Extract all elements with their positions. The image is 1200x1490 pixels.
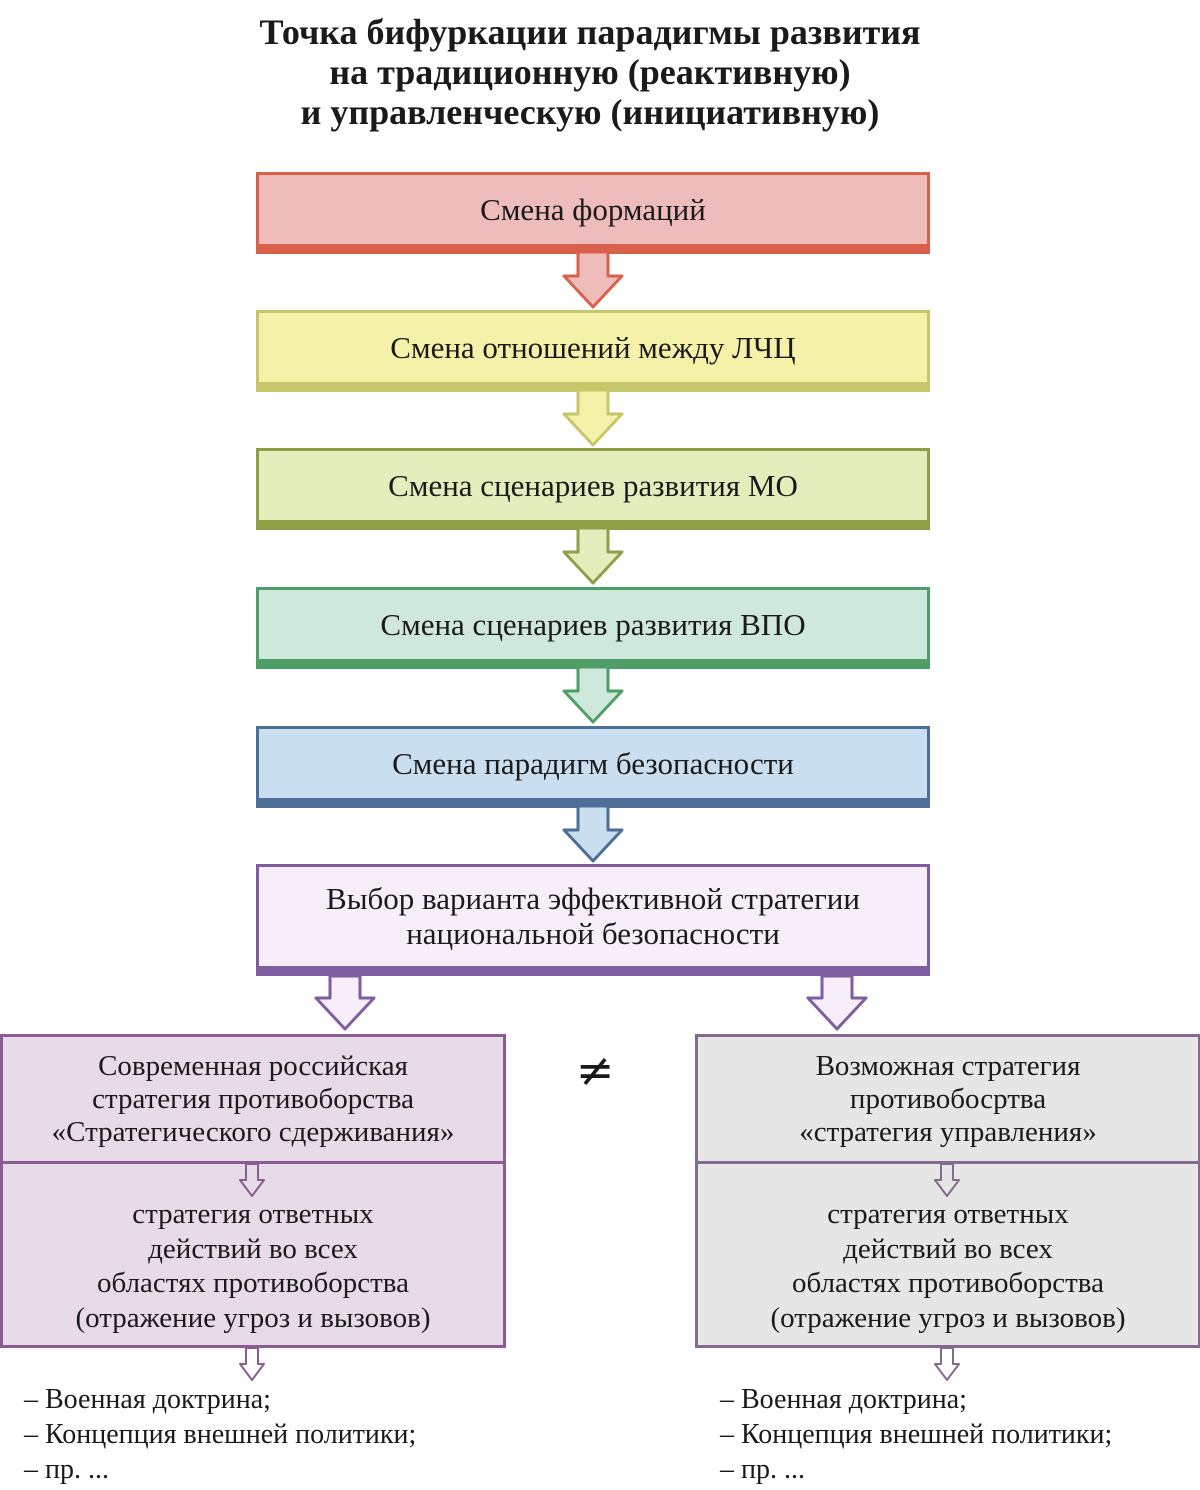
step-formations: Смена формаций bbox=[256, 172, 930, 254]
left-documents-list: – Военная доктрина; – Концепция внешней … bbox=[24, 1382, 416, 1487]
arrow-down-icon bbox=[562, 665, 624, 724]
step-vpo-scenarios: Смена сценариев развития ВПО bbox=[256, 587, 930, 669]
step-strategy-choice: Выбор варианта эффективной стратегии нац… bbox=[256, 864, 930, 976]
right-documents-list: – Военная доктрина; – Концепция внешней … bbox=[720, 1382, 1112, 1487]
arrow-down-icon bbox=[562, 250, 624, 309]
body-line: действий во всех bbox=[148, 1232, 358, 1265]
list-item: – Концепция внешней политики; bbox=[720, 1419, 1113, 1450]
arrow-down-icon bbox=[806, 974, 868, 1031]
list-item: – Военная доктрина; bbox=[720, 1384, 967, 1415]
arrow-down-icon bbox=[562, 388, 624, 447]
step-civilizations: Смена отношений между ЛЧЦ bbox=[256, 310, 930, 392]
arrow-down-icon bbox=[562, 804, 624, 863]
arrow-down-icon bbox=[562, 526, 624, 585]
left-strategy-body: стратегия ответных действий во всех обла… bbox=[3, 1197, 503, 1335]
title-line: и управленческую (инициативную) bbox=[300, 92, 880, 132]
choice-line: национальной безопасности bbox=[406, 916, 780, 951]
right-strategy-box: Возможная стратегия противобосртва «стра… bbox=[695, 1034, 1200, 1348]
list-item: – Концепция внешней политики; bbox=[24, 1419, 417, 1450]
body-line: областях противоборства bbox=[97, 1267, 409, 1299]
list-item: – Военная доктрина; bbox=[24, 1384, 271, 1415]
left-strategy-box: Современная российская стратегия противо… bbox=[0, 1034, 506, 1348]
body-line: действий во всех bbox=[843, 1232, 1053, 1265]
title-line: Точка бифуркации парадигмы развития bbox=[259, 12, 921, 52]
body-line: стратегия ответных bbox=[827, 1198, 1069, 1230]
step-label: Смена отношений между ЛЧЦ bbox=[390, 329, 796, 365]
title-line: на традиционную (реактивную) bbox=[329, 52, 851, 92]
diagram-title: Точка бифуркации парадигмы развития на т… bbox=[0, 12, 1180, 132]
step-label: Смена формаций bbox=[480, 191, 706, 227]
small-arrow-down-icon bbox=[239, 1347, 265, 1381]
header-line: «Стратегического сдерживания» bbox=[51, 1115, 455, 1148]
right-strategy-header: Возможная стратегия противобосртва «стра… bbox=[698, 1037, 1198, 1164]
body-line: областях противоборства bbox=[792, 1267, 1104, 1299]
small-arrow-down-icon bbox=[934, 1347, 960, 1381]
header-line: Современная российская bbox=[98, 1049, 408, 1082]
right-strategy-body: стратегия ответных действий во всех обла… bbox=[698, 1197, 1198, 1335]
step-security-paradigms: Смена парадигм безопасности bbox=[256, 726, 930, 808]
header-line: «стратегия управления» bbox=[799, 1115, 1097, 1148]
header-line: стратегия противоборства bbox=[92, 1082, 414, 1115]
choice-line: Выбор варианта эффективной стратегии bbox=[326, 881, 860, 916]
header-line: Возможная стратегия bbox=[815, 1049, 1081, 1082]
not-equal-sign: ≠ bbox=[575, 1043, 615, 1097]
list-item: – пр. ... bbox=[720, 1454, 805, 1485]
header-line: противобосртва bbox=[849, 1082, 1047, 1115]
step-label: Смена сценариев развития МО bbox=[388, 467, 798, 503]
step-label: Смена парадигм безопасности bbox=[392, 745, 794, 781]
body-line: стратегия ответных bbox=[132, 1198, 374, 1230]
step-label: Смена сценариев развития ВПО bbox=[380, 606, 806, 642]
body-line: (отражение угроз и вызовов) bbox=[770, 1301, 1126, 1334]
left-strategy-header: Современная российская стратегия противо… bbox=[3, 1037, 503, 1164]
step-mo-scenarios: Смена сценариев развития МО bbox=[256, 448, 930, 530]
body-line: (отражение угроз и вызовов) bbox=[75, 1301, 431, 1334]
list-item: – пр. ... bbox=[24, 1454, 109, 1485]
arrow-down-icon bbox=[314, 974, 376, 1031]
